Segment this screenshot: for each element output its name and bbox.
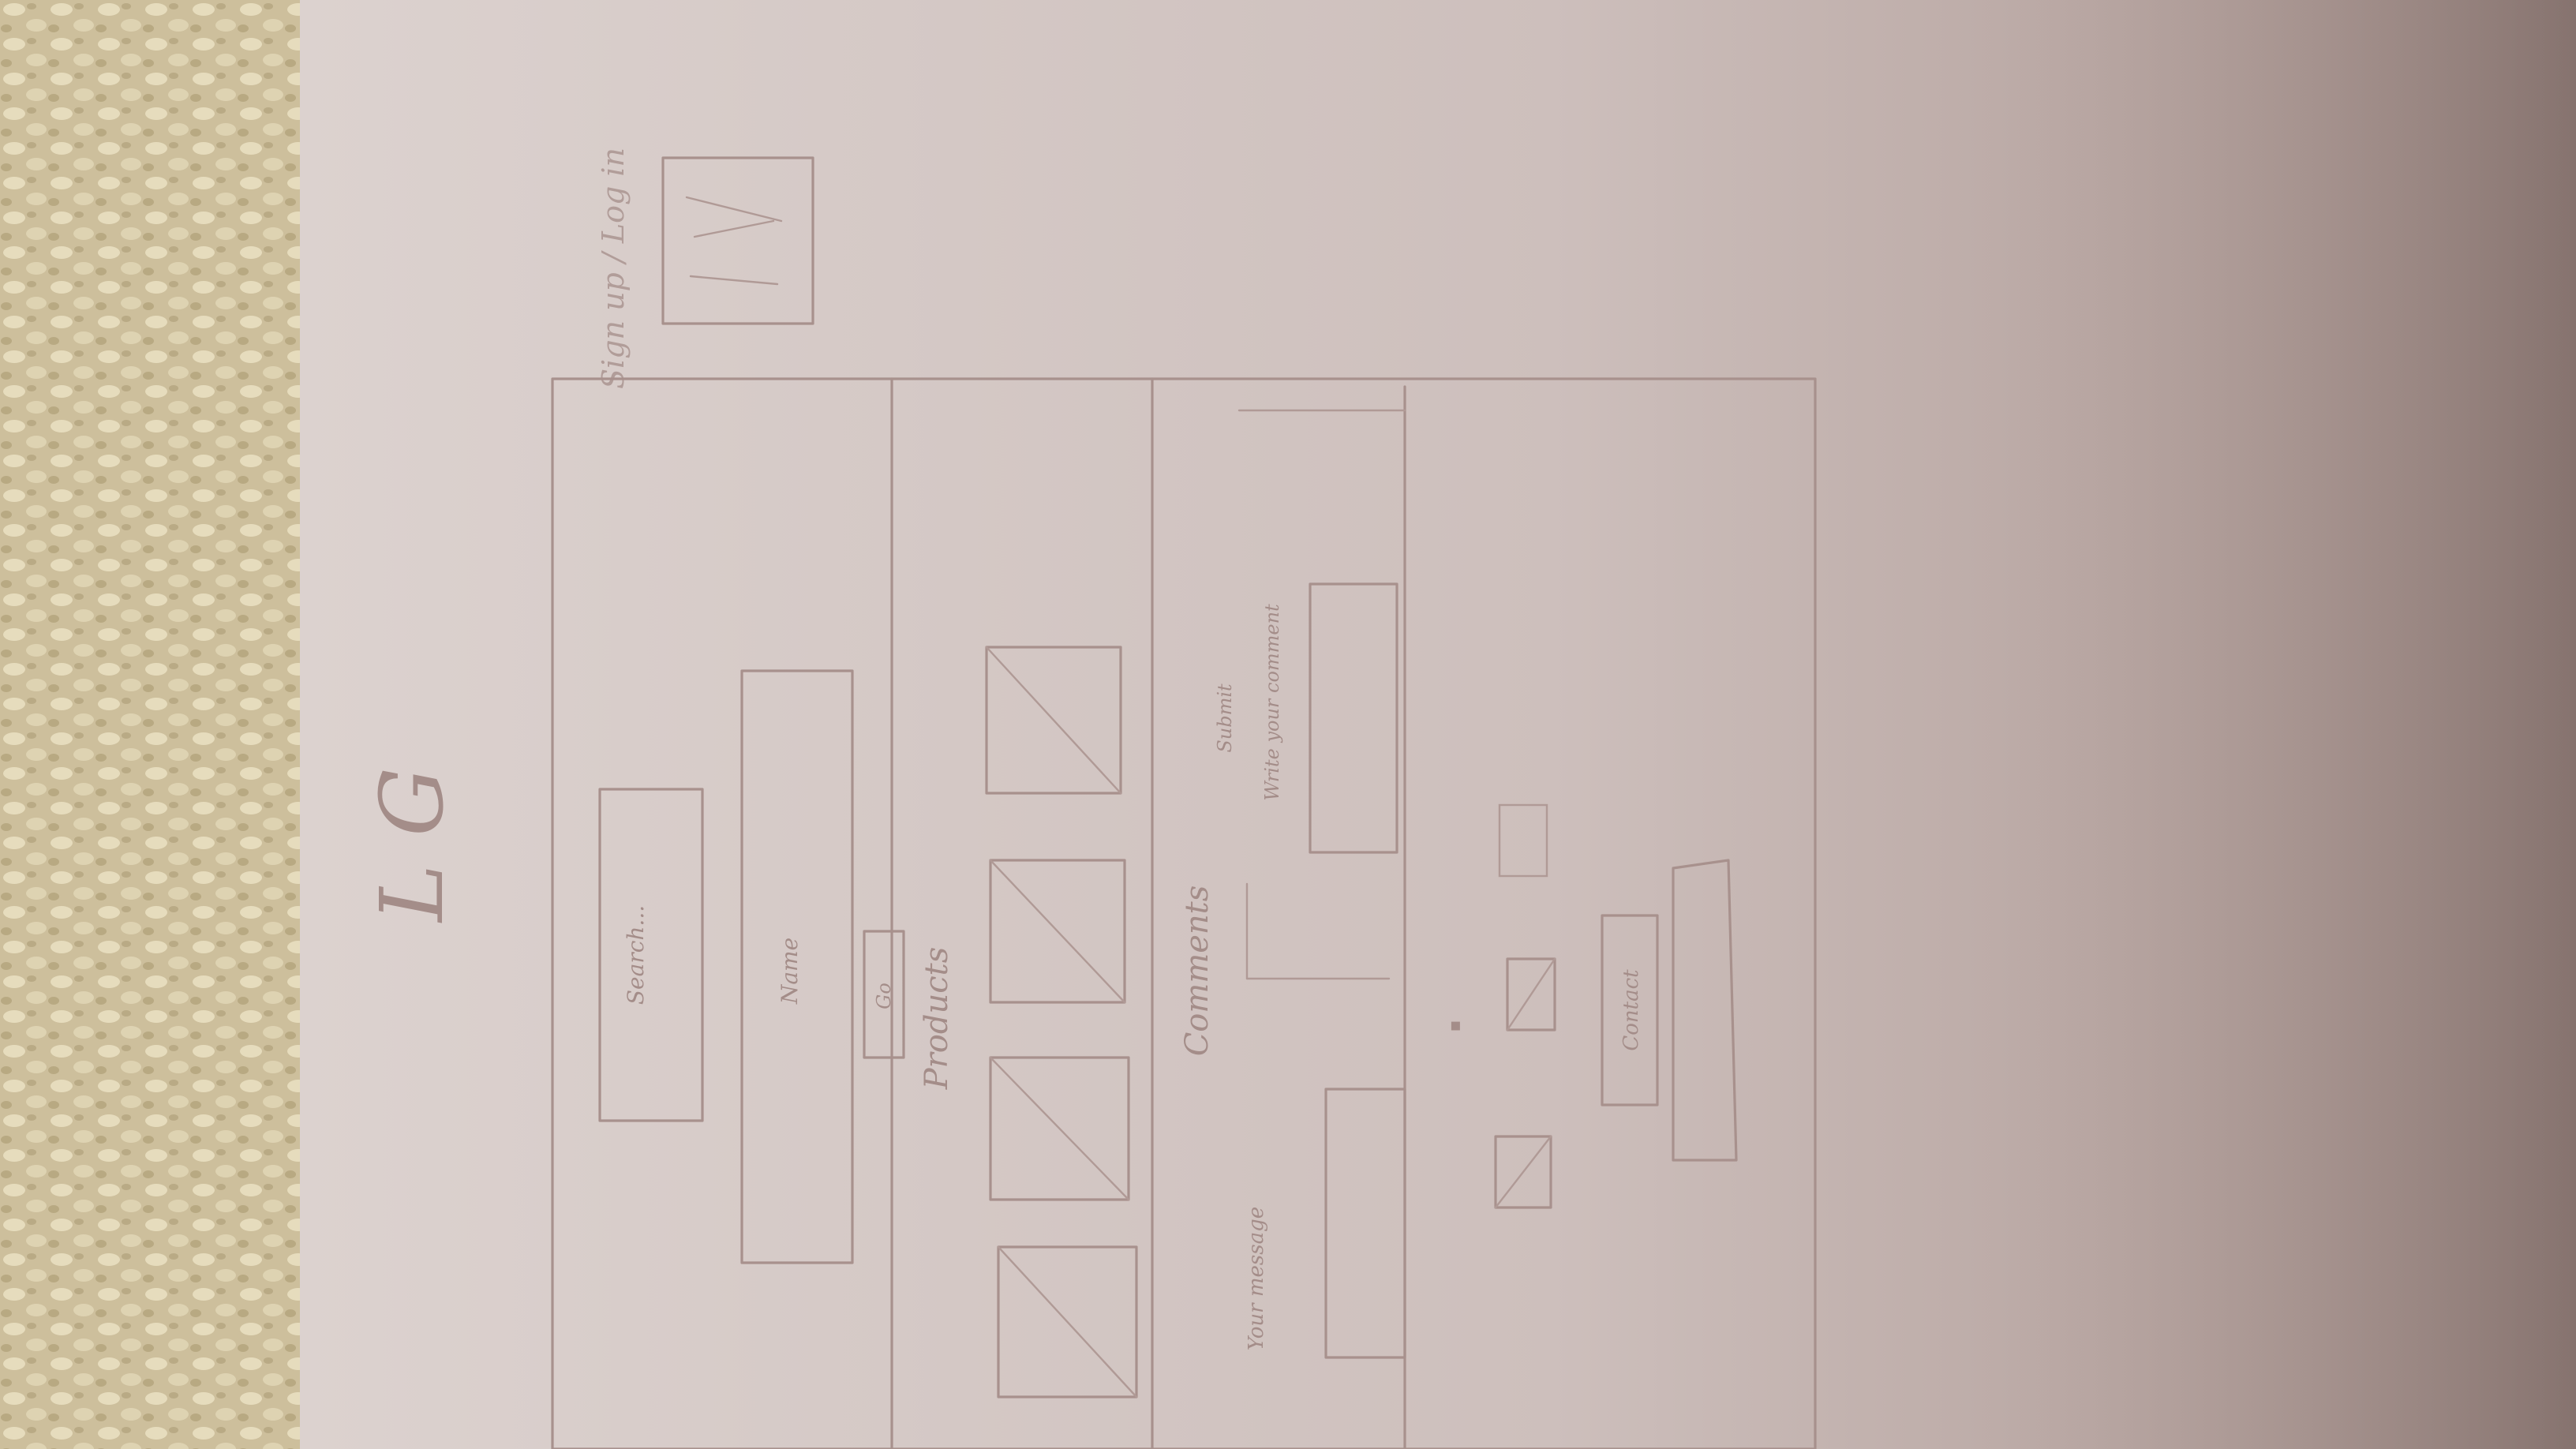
section-label-2: Comments xyxy=(1179,886,1215,1057)
top-link-scribble: Sign up / Log in xyxy=(596,148,631,389)
sketch-heading: L G xyxy=(361,767,462,923)
text-box-1-label: Search... xyxy=(623,905,649,1005)
small-button-label: Go xyxy=(873,983,895,1009)
footer-icon-2 xyxy=(1506,957,1556,1032)
product-image-3 xyxy=(989,1056,1130,1201)
product-image-2 xyxy=(989,859,1126,1004)
text-box-2 xyxy=(740,669,854,1264)
wireframe-frame xyxy=(551,377,1817,1449)
svg-text:Sign up / Log in: Sign up / Log in xyxy=(596,148,631,389)
comment-box-2 xyxy=(1324,1088,1406,1359)
small-text-2: Submit xyxy=(1214,683,1236,753)
product-image-1 xyxy=(985,646,1122,795)
text-box-1 xyxy=(598,788,704,1122)
wall-texture xyxy=(0,0,331,1449)
footer-icon-3 xyxy=(1494,1135,1552,1209)
footer-button-sketch xyxy=(1601,914,1659,1106)
footer-shape xyxy=(1672,859,1738,1162)
footer-scribble: ▪ xyxy=(1445,1020,1465,1032)
small-text-3: Write your comment xyxy=(1261,604,1283,801)
logo-placeholder-scribble xyxy=(685,196,783,286)
small-text-1: Your message xyxy=(1245,1207,1268,1350)
product-image-4 xyxy=(997,1245,1138,1398)
section-label-1: Products xyxy=(919,947,955,1091)
footer-icon-1 xyxy=(1498,803,1548,878)
logo-placeholder-box xyxy=(661,156,814,325)
small-button-sketch xyxy=(863,930,905,1059)
paper-shadow xyxy=(1973,0,2576,1449)
svg-text:L G: L G xyxy=(361,767,462,923)
text-box-2-label: Name xyxy=(777,938,803,1005)
comment-box-1 xyxy=(1309,582,1398,854)
footer-button-label: Contact xyxy=(1619,969,1643,1051)
